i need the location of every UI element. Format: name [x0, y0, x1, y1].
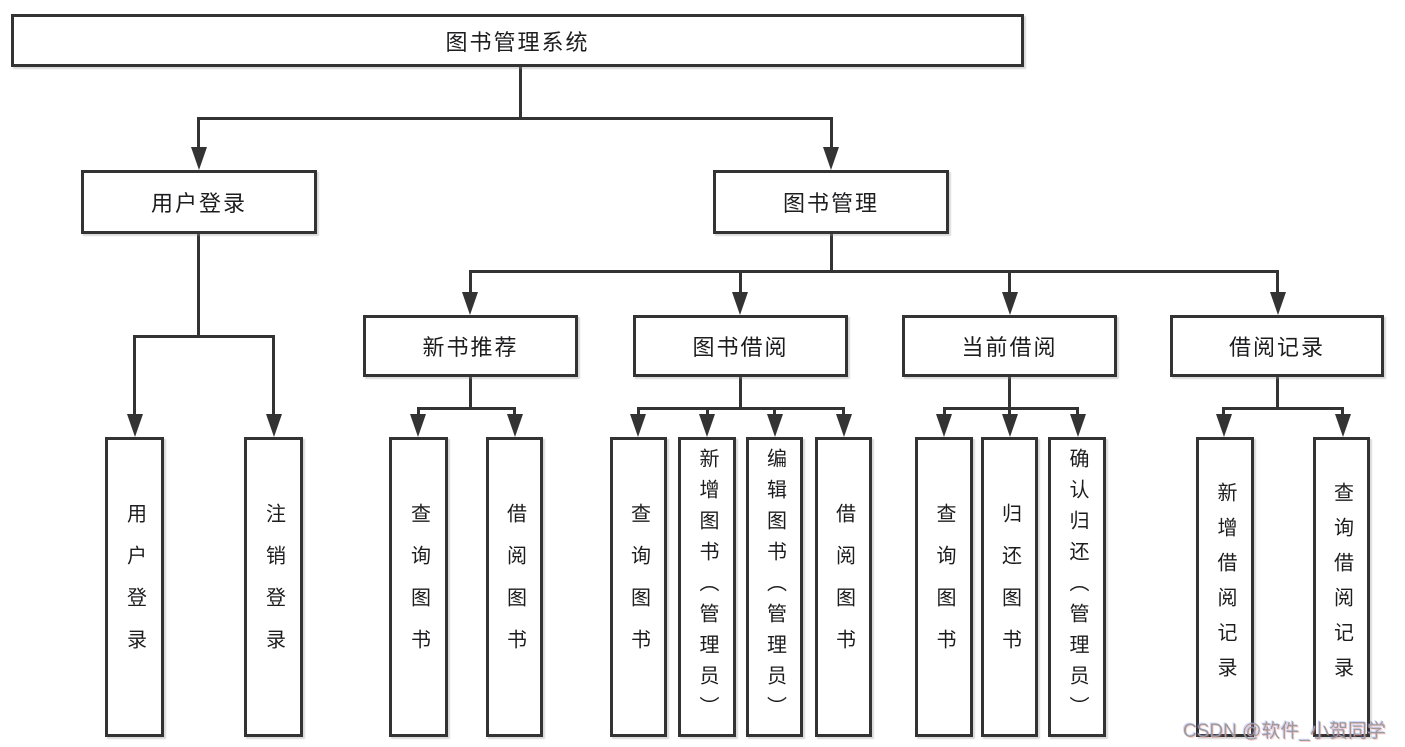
node-label: 查询借阅记录	[1330, 482, 1353, 692]
arrow-down-icon	[699, 414, 715, 437]
node-label: 查询图书	[933, 503, 955, 671]
edge-v	[469, 376, 472, 409]
edge-v	[1076, 407, 1079, 417]
node-book-management: 图书管理	[713, 170, 949, 234]
edge-h	[133, 335, 275, 338]
node-label: 用户登录	[150, 191, 247, 216]
node-label: 注销登录	[262, 503, 285, 671]
leaf-br-add-record: 新增借阅记录	[1196, 437, 1254, 737]
leaf-logout-login: 注销登录	[244, 437, 303, 737]
edge-v	[513, 407, 516, 417]
node-label: 新增借阅记录	[1214, 482, 1236, 692]
edge-h	[637, 407, 845, 410]
edge-v	[197, 117, 200, 150]
node-new-book-recommend: 新书推荐	[363, 315, 578, 377]
edge-v	[842, 407, 845, 417]
arrow-down-icon	[1002, 292, 1018, 315]
edge-v	[1222, 407, 1225, 417]
edge-h	[417, 407, 516, 410]
watermark: CSDN @软件_小贺同学	[1183, 721, 1386, 742]
arrow-down-icon	[823, 147, 839, 170]
arrow-down-icon	[836, 414, 852, 437]
edge-v	[272, 335, 275, 417]
arrow-down-icon	[266, 414, 282, 437]
node-label: 图书管理	[782, 191, 879, 216]
edge-v	[706, 407, 709, 417]
node-label: 用户登录	[123, 503, 146, 671]
leaf-bb-edit-book-admin: 编辑图书（管理员）	[746, 437, 803, 737]
leaf-nb-query-book: 查询图书	[389, 437, 448, 737]
edge-v	[830, 233, 833, 272]
arrow-down-icon	[767, 414, 783, 437]
edge-v	[133, 335, 136, 417]
arrow-down-icon	[127, 414, 143, 437]
node-label: 当前借阅	[961, 335, 1058, 360]
node-label: 图书管理系统	[445, 29, 590, 55]
edge-h	[197, 117, 833, 120]
edge-v	[1008, 270, 1011, 295]
edge-v	[739, 270, 742, 295]
node-book-borrow: 图书借阅	[633, 315, 848, 377]
node-label: 借阅图书	[832, 503, 855, 671]
arrow-down-icon	[191, 147, 207, 170]
edge-v	[1276, 270, 1279, 295]
arrow-down-icon	[1335, 414, 1351, 437]
edge-v	[637, 407, 640, 417]
leaf-cb-query-book: 查询图书	[915, 437, 973, 737]
node-label: 借阅记录	[1228, 335, 1325, 360]
edge-v	[469, 270, 472, 295]
edge-v	[830, 117, 833, 150]
leaf-user-login: 用户登录	[105, 437, 164, 737]
leaf-cb-return-book: 归还图书	[981, 437, 1038, 737]
edge-h	[943, 407, 1079, 410]
edge-h	[1222, 407, 1344, 410]
edge-v	[197, 233, 200, 337]
leaf-nb-borrow-book: 借阅图书	[486, 437, 543, 737]
edge-v	[519, 67, 522, 119]
arrow-down-icon	[1002, 414, 1018, 437]
edge-v	[773, 407, 776, 417]
edge-h	[469, 270, 1279, 273]
arrow-down-icon	[936, 414, 952, 437]
edge-v	[1008, 407, 1011, 417]
node-borrow-records: 借阅记录	[1170, 315, 1384, 377]
node-label: 查询图书	[627, 503, 650, 671]
arrow-down-icon	[1270, 292, 1286, 315]
leaf-br-query-record: 查询借阅记录	[1313, 437, 1370, 737]
leaf-bb-borrow-book: 借阅图书	[815, 437, 872, 737]
node-label: 查询图书	[407, 503, 430, 671]
edge-v	[1276, 376, 1279, 409]
edge-v	[417, 407, 420, 417]
arrow-down-icon	[1216, 414, 1232, 437]
edge-v	[739, 376, 742, 409]
leaf-bb-query-book: 查询图书	[610, 437, 667, 737]
node-current-borrow: 当前借阅	[902, 315, 1117, 377]
leaf-bb-add-book-admin: 新增图书（管理员）	[678, 437, 736, 737]
node-label: 借阅图书	[503, 503, 526, 671]
edge-v	[943, 407, 946, 417]
node-label: 归还图书	[998, 503, 1021, 671]
node-label: 确认归还（管理员）	[1066, 447, 1088, 727]
node-label: 新书推荐	[422, 335, 519, 360]
arrow-down-icon	[462, 292, 478, 315]
arrow-down-icon	[630, 414, 646, 437]
node-user-login: 用户登录	[81, 170, 317, 234]
edge-v	[1341, 407, 1344, 417]
edge-v	[1008, 376, 1011, 409]
arrow-down-icon	[1070, 414, 1086, 437]
node-label: 图书借阅	[692, 335, 789, 360]
node-label: 编辑图书（管理员）	[763, 447, 786, 727]
node-label: 新增图书（管理员）	[696, 447, 718, 727]
node-root: 图书管理系统	[11, 14, 1024, 67]
leaf-cb-confirm-return-admin: 确认归还（管理员）	[1048, 437, 1106, 737]
arrow-down-icon	[410, 414, 426, 437]
arrow-down-icon	[507, 414, 523, 437]
arrow-down-icon	[732, 292, 748, 315]
